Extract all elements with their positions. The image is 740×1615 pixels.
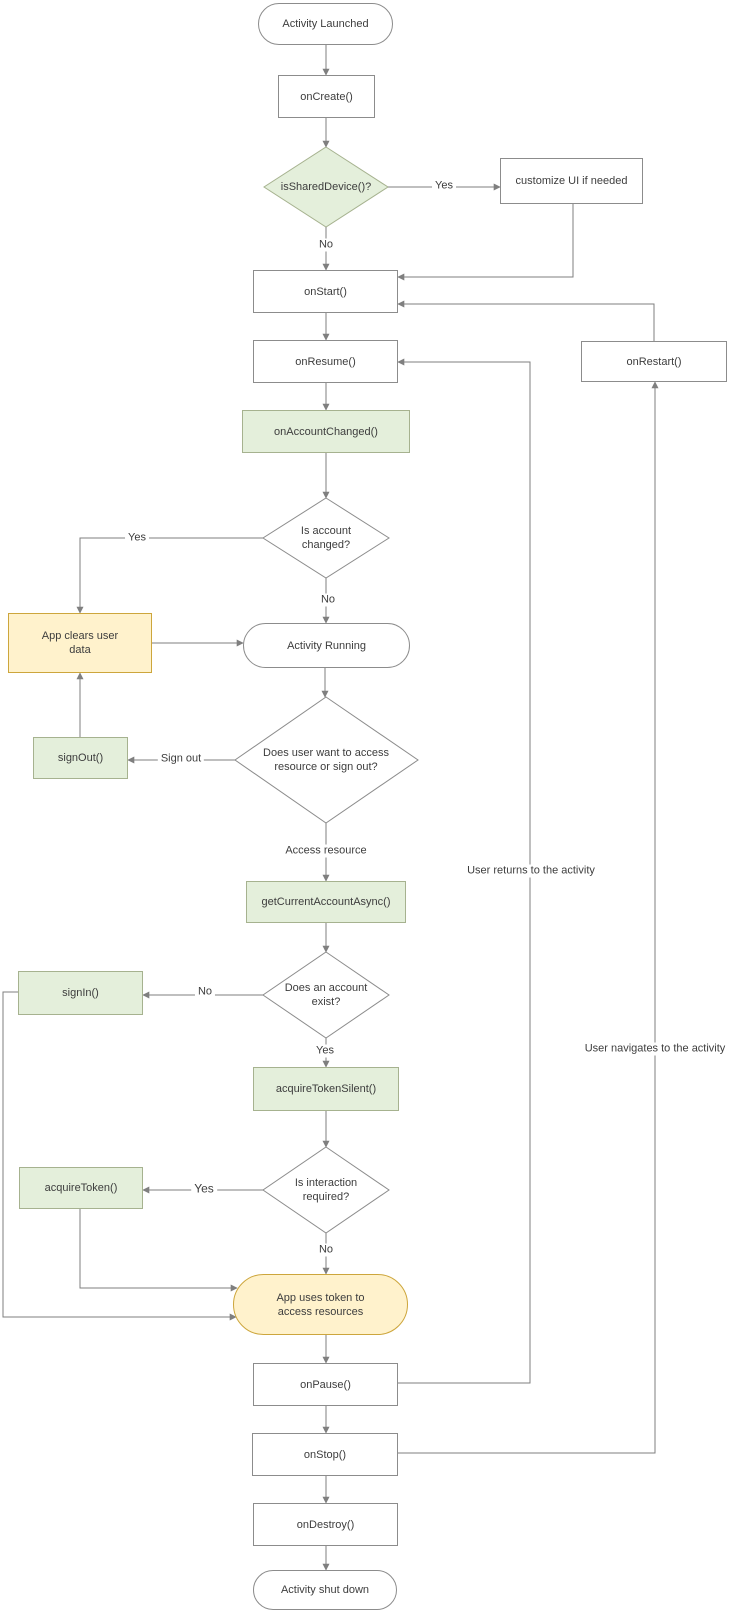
edge-ischanged-yes-to-appclears	[76, 537, 263, 614]
edge-acquiretoken-to-usetoken	[79, 1209, 238, 1292]
node-onstop: onStop()	[252, 1433, 398, 1476]
node-onstart: onStart()	[253, 270, 398, 313]
edge-label-interaction-yes: Yes	[191, 1182, 217, 1196]
node-customize-ui: customize UI if needed	[500, 158, 643, 204]
edge-label-changed-no: No	[317, 593, 339, 607]
node-activity-running: Activity Running	[243, 623, 410, 668]
node-onaccountchanged: onAccountChanged()	[242, 410, 410, 453]
node-ondestroy: onDestroy()	[253, 1503, 398, 1546]
node-app-clears-user-data: App clears user data	[8, 613, 152, 673]
node-signin: signIn()	[18, 971, 143, 1015]
node-does-account-exist-label: Does an account exist?	[284, 982, 368, 1008]
edge-label-shared-no: No	[315, 238, 337, 252]
node-getcurrentaccountasync: getCurrentAccountAsync()	[246, 881, 406, 923]
edge-label-user-navigates: User navigates to the activity	[581, 1042, 729, 1056]
node-is-account-changed-label: Is account changed?	[300, 525, 352, 551]
edge-label-access-resource: Access resource	[282, 844, 370, 858]
node-signout: signOut()	[33, 737, 128, 779]
node-app-uses-token: App uses token to access resources	[233, 1274, 408, 1335]
edge-signin-to-usetoken	[2, 991, 237, 1321]
node-access-or-sign-out-label: Does user want to access resource or sig…	[263, 747, 389, 773]
node-onresume: onResume()	[253, 340, 398, 383]
edge-label-shared-yes: Yes	[432, 179, 456, 193]
edge-label-exist-yes: Yes	[313, 1044, 337, 1058]
node-activity-shut-down: Activity shut down	[253, 1570, 397, 1610]
node-oncreate: onCreate()	[278, 75, 375, 118]
edge-onrestart-to-onstart	[397, 300, 655, 341]
edge-label-user-returns: User returns to the activity	[464, 864, 598, 878]
node-acquiretoken: acquireToken()	[19, 1167, 143, 1209]
edge-customize-to-onstart	[397, 204, 574, 281]
edge-label-sign-out: Sign out	[157, 752, 205, 766]
node-is-shared-device-label: isSharedDevice()?	[280, 181, 372, 193]
node-activity-launched: Activity Launched	[258, 3, 393, 45]
edge-onstop-to-onrestart-navigates	[398, 381, 659, 1454]
node-is-interaction-required-label: Is interaction required?	[294, 1177, 358, 1203]
edge-label-exist-no: No	[194, 985, 216, 999]
node-onrestart: onRestart()	[581, 341, 727, 382]
node-onpause: onPause()	[253, 1363, 398, 1406]
edge-label-interaction-no: No	[315, 1243, 337, 1257]
node-acquiretokensilent: acquireTokenSilent()	[253, 1067, 399, 1111]
edge-label-changed-yes: Yes	[125, 531, 149, 545]
